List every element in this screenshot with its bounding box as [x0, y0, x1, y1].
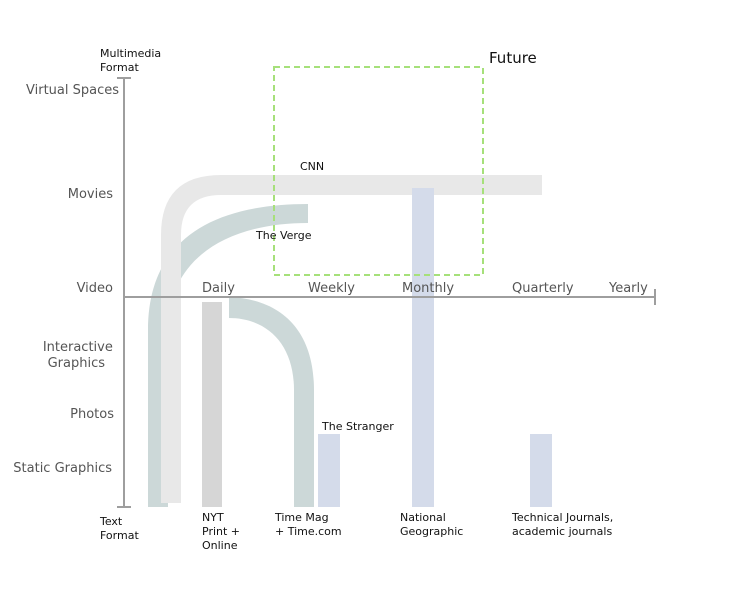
level-photos: Photos: [70, 407, 114, 422]
nyt-label: NYT Print + Online: [202, 511, 244, 552]
freq-quarterly: Quarterly: [512, 281, 574, 296]
level-interactive-graphics: Interactive Graphics: [43, 340, 117, 371]
cnn-label: CNN: [300, 160, 324, 173]
time-mag-band: [229, 297, 314, 507]
national-geographic-label: National Geographic: [400, 511, 463, 538]
y-axis-top-label: Multimedia Format: [100, 47, 165, 74]
future-region: [273, 66, 484, 276]
level-static-graphics: Static Graphics: [13, 461, 112, 476]
freq-monthly: Monthly: [402, 281, 454, 296]
the-verge-label: The Verge: [255, 229, 312, 242]
the-stranger-label: The Stranger: [321, 420, 394, 433]
y-axis-bottom-label: Text Format: [99, 515, 139, 542]
future-label: Future: [489, 49, 537, 67]
level-virtual-spaces: Virtual Spaces: [26, 83, 119, 98]
freq-daily: Daily: [202, 281, 235, 296]
national-geographic-bar: [412, 188, 434, 507]
technical-journals-bar: [530, 434, 552, 507]
nyt-bar: [202, 302, 222, 507]
technical-journals-label: Technical Journals, academic journals: [511, 511, 617, 538]
freq-weekly: Weekly: [308, 281, 355, 296]
the-stranger-bar: [318, 434, 340, 507]
level-movies: Movies: [68, 187, 113, 202]
freq-yearly: Yearly: [608, 281, 648, 296]
time-mag-label: Time Mag + Time.com: [274, 511, 342, 538]
level-video: Video: [77, 281, 113, 296]
